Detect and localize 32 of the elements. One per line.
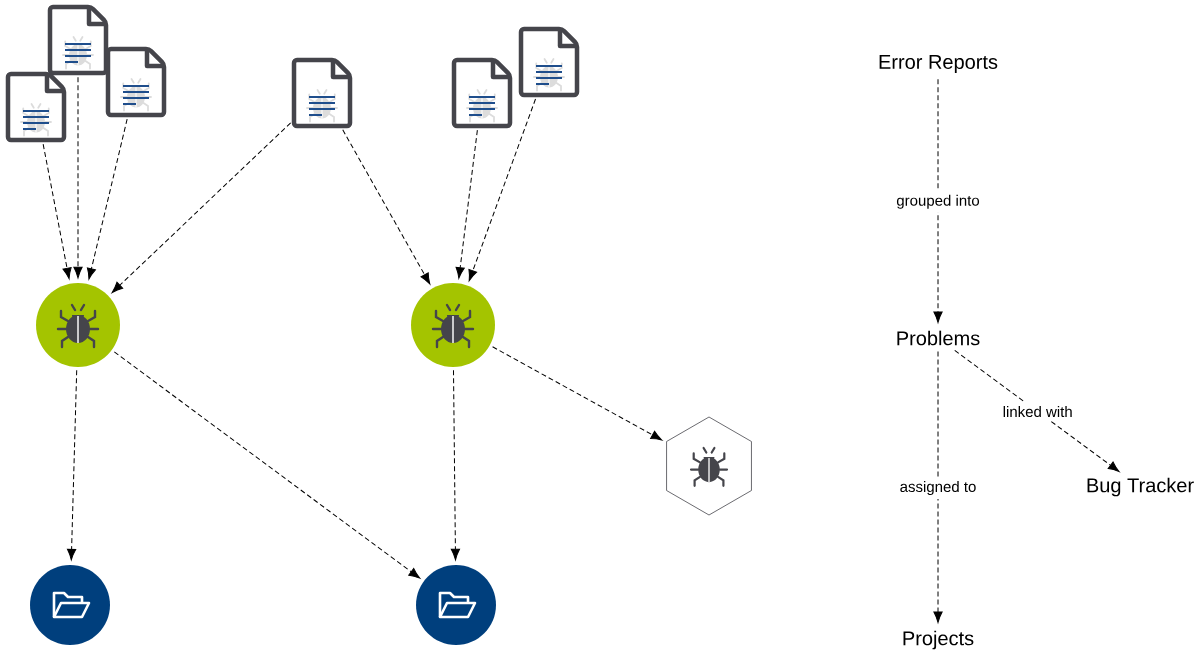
document-icon	[5, 71, 67, 143]
bug-icon	[411, 283, 495, 367]
arrow	[42, 143, 72, 280]
folder-icon	[416, 565, 496, 645]
arrow	[933, 351, 943, 623]
document-icon	[105, 46, 167, 118]
edge-label: linked with	[998, 402, 1077, 422]
arrow	[954, 349, 1120, 472]
folder-icon	[30, 565, 110, 645]
arrow	[113, 351, 421, 579]
arrow	[468, 98, 536, 282]
text-label: Problems	[897, 330, 980, 346]
text-label: Projects	[903, 630, 974, 650]
hexagon-icon	[666, 416, 752, 516]
arrow	[67, 369, 78, 561]
edge-label: grouped into	[892, 190, 984, 213]
text-label: Bug Tracker	[1087, 477, 1194, 497]
arrow	[111, 122, 292, 293]
arrow	[455, 129, 478, 279]
document-icon	[47, 4, 109, 76]
bug-icon	[36, 283, 120, 367]
text-label: Error Reports	[879, 55, 998, 73]
arrow	[73, 76, 83, 279]
arrow	[342, 129, 431, 285]
document-icon	[518, 26, 580, 98]
document-icon	[451, 57, 513, 129]
edge-label: assigned to	[895, 477, 981, 499]
arrow	[492, 346, 663, 441]
document-icon	[291, 57, 353, 129]
arrow	[86, 118, 128, 280]
arrow	[450, 369, 461, 561]
arrow	[933, 78, 943, 323]
